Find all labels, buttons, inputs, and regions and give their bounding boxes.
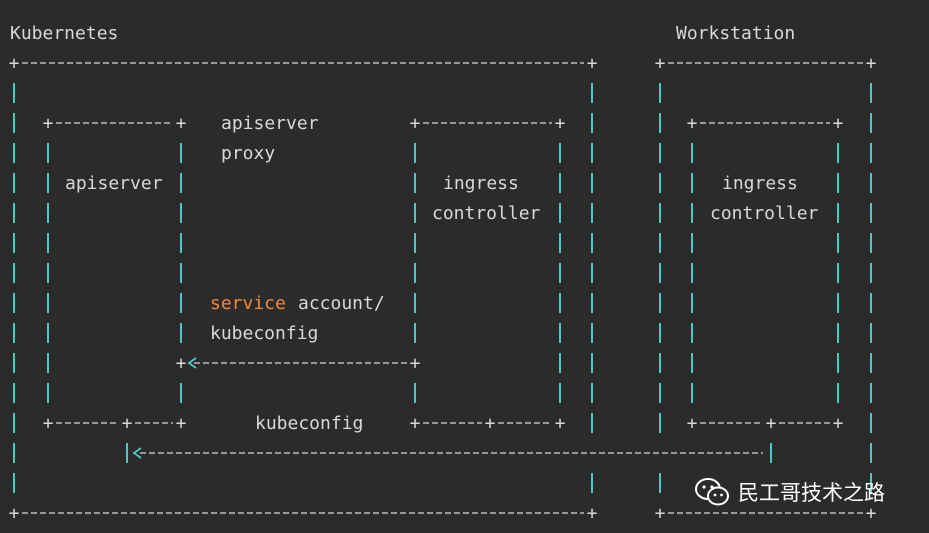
service-account-label: account/ bbox=[298, 293, 385, 314]
proxy-arrow-junction: + bbox=[410, 353, 421, 374]
box-corner: + bbox=[833, 413, 844, 434]
box-corner: + bbox=[122, 413, 133, 434]
kubeconfig-bottom-label: kubeconfig bbox=[255, 413, 363, 434]
box-corner: + bbox=[866, 53, 877, 74]
arrowhead-left bbox=[187, 357, 197, 369]
arrowhead-left bbox=[132, 447, 142, 459]
workstation-title: Workstation bbox=[676, 23, 795, 44]
box-corner: + bbox=[687, 413, 698, 434]
kubernetes-title: Kubernetes bbox=[10, 23, 118, 44]
box-corner: + bbox=[43, 113, 54, 134]
box-corner: + bbox=[9, 53, 20, 74]
box-corner: + bbox=[687, 113, 698, 134]
box-corner: + bbox=[9, 503, 20, 524]
kubeconfig-label: kubeconfig bbox=[210, 323, 318, 344]
wechat-icon bbox=[694, 477, 730, 507]
apiserver-label: apiserver bbox=[65, 173, 163, 194]
box-corner: + bbox=[410, 413, 421, 434]
apiserver-proxy-label: proxy bbox=[221, 143, 275, 164]
box-corner: + bbox=[555, 113, 566, 134]
proxy-arrow-junction: + bbox=[176, 353, 187, 374]
box-corner: + bbox=[655, 53, 666, 74]
box-corner: + bbox=[485, 413, 496, 434]
ws-ingress-label: ingress bbox=[722, 173, 798, 194]
box-corner: + bbox=[866, 503, 877, 524]
k8s-ingress-label: controller bbox=[432, 203, 541, 224]
box-corner: + bbox=[410, 113, 421, 134]
watermark-text: 民工哥技术之路 bbox=[738, 481, 885, 505]
watermark: 民工哥技术之路 bbox=[694, 474, 885, 510]
box-corner: + bbox=[43, 413, 54, 434]
k8s-ingress-label: ingress bbox=[443, 173, 519, 194]
service-keyword: service bbox=[210, 293, 286, 314]
box-corner: + bbox=[587, 53, 598, 74]
box-corner: + bbox=[766, 413, 777, 434]
box-corner: + bbox=[176, 113, 187, 134]
box-corner: + bbox=[587, 503, 598, 524]
ws-ingress-label: controller bbox=[710, 203, 819, 224]
box-corner: + bbox=[655, 503, 666, 524]
box-corner: + bbox=[555, 413, 566, 434]
box-corner: + bbox=[176, 413, 187, 434]
apiserver-proxy-label: apiserver bbox=[221, 113, 319, 134]
box-corner: + bbox=[833, 113, 844, 134]
